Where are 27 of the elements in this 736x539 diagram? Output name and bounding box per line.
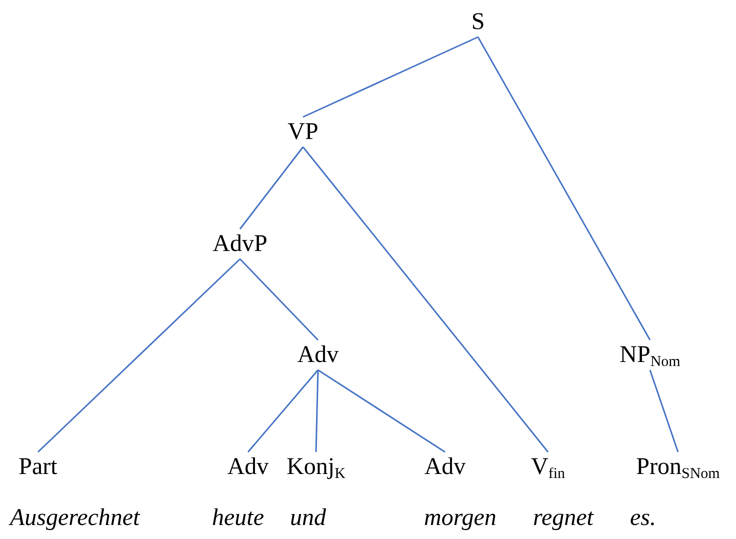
tree-branch xyxy=(649,370,679,452)
tree-branch xyxy=(315,370,319,452)
category-label: Pron$_{SNom}$ xyxy=(636,453,720,481)
category-label: Adv xyxy=(227,453,269,481)
category-label: Adv xyxy=(424,453,466,481)
category-label: V$_{fin}$ xyxy=(531,453,565,481)
category-label: AdvP xyxy=(212,230,268,258)
tree-branch xyxy=(247,370,319,452)
sentence-word: regnet xyxy=(533,504,594,532)
category-label: VP xyxy=(288,118,318,146)
sentence-word: heute xyxy=(212,504,264,532)
category-label: S xyxy=(471,8,485,36)
sentence-word: morgen xyxy=(424,504,496,532)
sentence-word: und xyxy=(290,504,326,532)
category-label: Part xyxy=(18,453,58,481)
tree-branch xyxy=(318,369,446,453)
category-label: Adv xyxy=(297,341,339,369)
tree-branch xyxy=(302,146,549,452)
category-label: Konj$_{K}$ xyxy=(286,453,346,481)
category-label: NP$_{Nom}$ xyxy=(620,341,680,369)
tree-branch xyxy=(477,36,651,340)
tree-branch xyxy=(302,36,478,118)
tree-branch xyxy=(239,258,319,341)
tree-branch xyxy=(239,146,304,230)
sentence-word: es. xyxy=(630,504,656,532)
tree-branch xyxy=(37,258,241,453)
sentence-word: Ausgerechnet xyxy=(10,504,140,532)
